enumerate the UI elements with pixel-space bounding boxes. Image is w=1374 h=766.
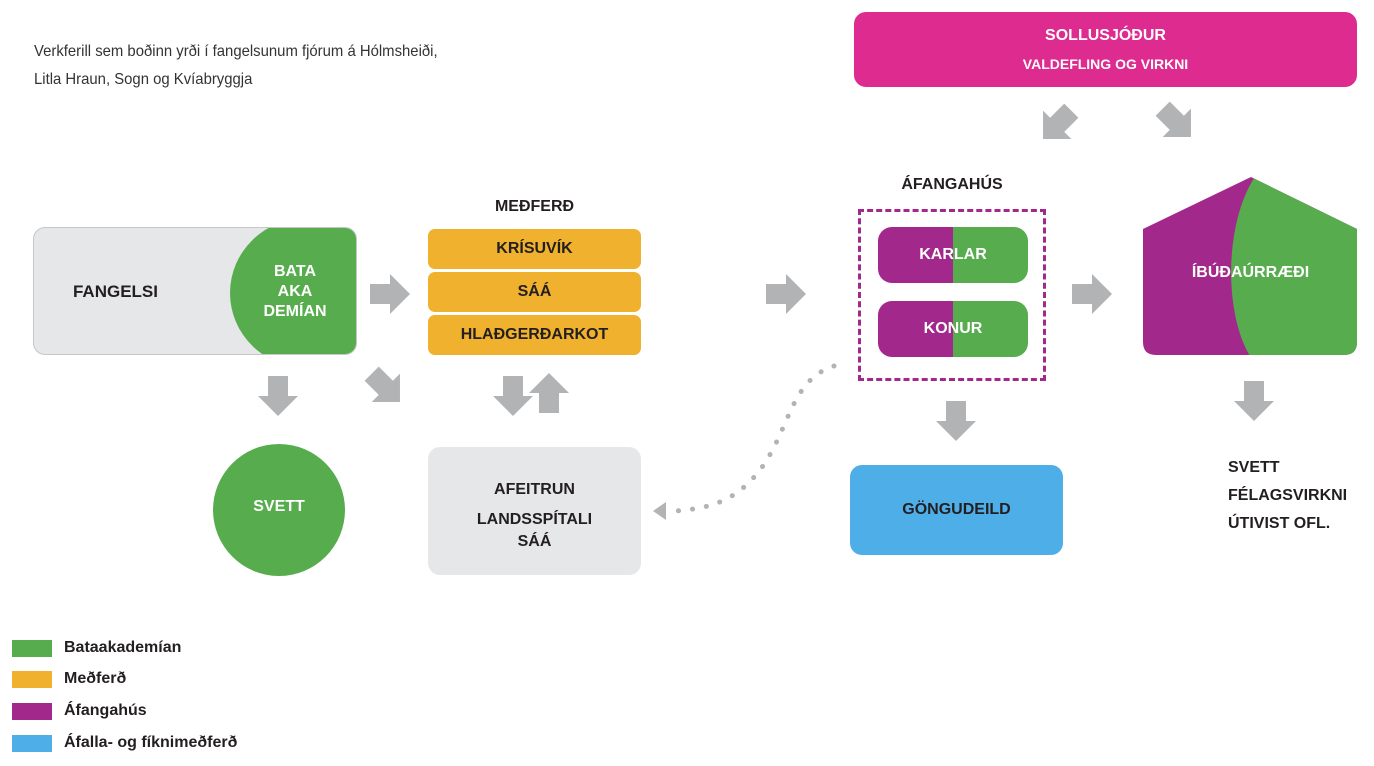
legend-swatch-afangahus (12, 703, 52, 720)
arrow-afeitrun-to-medferd (529, 373, 569, 413)
intro-text: Verkferill sem boðinn yrði í fangelsunum… (34, 38, 438, 94)
fangelsi-label: FANGELSI (72, 282, 158, 301)
dotted-connector-afangahus-afeitrun (673, 363, 837, 514)
medferd-box-hladgerdarkot (428, 315, 641, 355)
legend-label-afangahus: Áfangahús (64, 702, 147, 719)
bataakademian-label: BATA AKA DEMÍAN (232, 262, 358, 322)
legend-label-medferd: Meðferð (64, 670, 127, 687)
after-house-line-utivist: ÚTIVIST OFL. (1228, 515, 1331, 532)
fangelsi-box (33, 227, 357, 355)
afeitrun-line-landsspitali: LANDSSPÍTALI (476, 511, 593, 528)
svett-circle (213, 444, 345, 576)
after-house-line-svett: SVETT (1228, 459, 1280, 476)
konur-pill (878, 301, 1028, 357)
gongudeild-box (850, 465, 1063, 555)
after-house-list: SVETT FÉLAGSVIRKNI ÚTIVIST OFL. (1228, 454, 1347, 538)
medferd-title: MEÐFERÐ (494, 198, 575, 215)
afeitrun-title: AFEITRUN (494, 481, 575, 498)
karlar-label: KARLAR (919, 246, 987, 263)
medferd-item-saa: SÁÁ (517, 283, 552, 300)
svett-circle-label: SVETT (253, 498, 305, 515)
arrow-sollu-to-afangahus (1028, 96, 1086, 154)
arrow-fangelsi-to-afeitrun (357, 359, 415, 417)
afeitrun-box (428, 447, 641, 575)
legend-swatch-medferd (12, 671, 52, 688)
legend-label-bataakademian: Bataakademían (64, 639, 182, 656)
medferd-box-krisuvik (428, 229, 641, 269)
arrow-medferd-to-afangahus (766, 274, 806, 314)
arrow-afangahus-to-ibud (1072, 274, 1112, 314)
arrow-ibud-to-svett (1234, 381, 1274, 421)
sollusjodur-title: SOLLUSJÓÐUR (1045, 27, 1166, 44)
intro-line-2: Litla Hraun, Sogn og Kvíabryggja (34, 71, 253, 88)
bata-line-1: BATA (273, 263, 317, 280)
legend-swatch-bataakademian (12, 640, 52, 657)
medferd-box-saa (428, 272, 641, 312)
arrow-fangelsi-to-medferd (370, 274, 410, 314)
konur-label: KONUR (923, 320, 983, 337)
karlar-pill (878, 227, 1028, 283)
gongudeild-label: GÖNGUDEILD (902, 501, 1011, 518)
medferd-item-krisuvik: KRÍSUVÍK (496, 240, 573, 257)
afeitrun-line-saa: SÁÁ (517, 533, 552, 550)
legend-swatch-afalla (12, 735, 52, 752)
after-house-line-felagsvirkni: FÉLAGSVIRKNI (1228, 487, 1348, 504)
medferd-item-hladgerdarkot: HLAÐGERÐARKOT (460, 326, 609, 343)
afangahus-title: ÁFANGAHÚS (901, 176, 1003, 193)
arrow-afangahus-to-gongudeild (936, 401, 976, 441)
ibudaurraedi-label: ÍBÚÐAÚRRÆÐI (1191, 264, 1310, 281)
bataakademian-segment (230, 228, 356, 354)
legend-label-afalla: Áfalla- og fíknimeðferð (64, 734, 238, 751)
intro-line-1: Verkferill sem boðinn yrði í fangelsunum… (34, 43, 438, 60)
sollusjodur-subtitle: VALDEFLING OG VIRKNI (1022, 56, 1189, 72)
sollusjodur-box (854, 12, 1357, 87)
dotted-connector-arrowhead (653, 502, 666, 520)
afangahus-dashed-frame (858, 209, 1046, 381)
arrow-fangelsi-to-svett (258, 376, 298, 416)
bata-line-3: DEMÍAN (263, 303, 327, 320)
arrow-sollu-to-ibud (1148, 94, 1206, 152)
bata-line-2: AKA (277, 283, 313, 300)
arrow-medferd-to-afeitrun (493, 376, 533, 416)
